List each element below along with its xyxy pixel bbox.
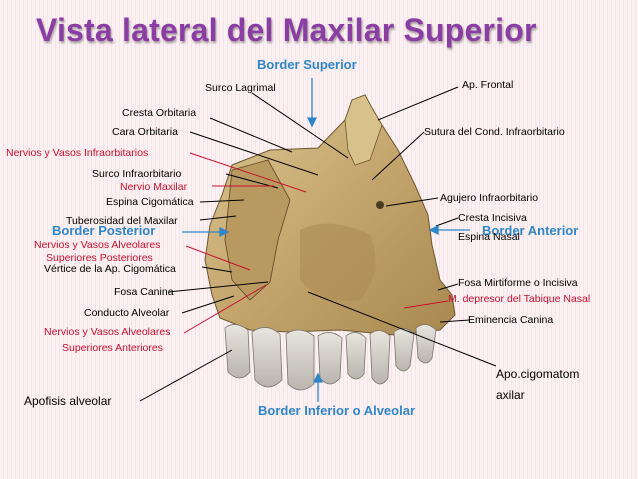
label-apo-cigomatom-1: Apo.cigomatom [496,367,580,381]
teeth [224,324,437,391]
label-m-depresor: M. depresor del Tabique Nasal [448,293,591,305]
label-border-posterior: Border Posterior [52,223,156,238]
label-cresta-incisiva: Cresta Incisiva [458,212,527,224]
label-nervios-alveolares-post-2: Superiores Posteriores [46,252,153,264]
label-nervios-alveolares-ant-2: Superiores Anteriores [62,342,163,354]
label-ap-frontal: Ap. Frontal [462,79,514,91]
label-apo-cigomatom-2: axilar [496,388,525,402]
label-cara-orbitaria: Cara Orbitaria [112,126,178,138]
label-espina-cigomatica: Espina Cigomática [106,196,194,208]
leader-lines [139,86,497,402]
label-nervios-infraorbitarios: Nervios y Vasos Infraorbitarios [6,147,149,159]
label-eminencia-canina: Eminencia Canina [468,314,554,326]
label-nervio-maxilar: Nervio Maxilar [120,181,188,193]
canine-fossa [300,223,376,301]
red-leader-lines [183,152,449,334]
label-fosa-canina: Fosa Canina [114,286,174,298]
label-conducto-alveolar: Conducto Alveolar [84,307,170,319]
zygomatic-process [224,159,291,301]
label-sutura: Sutura del Cond. Infraorbitario [424,126,565,138]
label-tuberosidad: Tuberosidad del Maxilar [66,215,178,227]
infraorbital-foramen [376,201,384,209]
blue-arrows [182,78,470,402]
label-border-inferior: Border Inferior o Alveolar [258,403,415,418]
label-nervios-alveolares-post-1: Nervios y Vasos Alveolares [34,239,161,251]
frontal-process [344,94,383,166]
label-agujero-infraorbitario: Agujero Infraorbitario [440,192,539,204]
label-surco-infraorbitario: Surco Infraorbitario [92,168,182,180]
label-cresta-orbitaria: Cresta Orbitaria [122,107,197,119]
label-vertice: Vértice de la Ap. Cigomática [44,263,176,275]
label-border-superior: Border Superior [257,57,357,72]
page-title: Vista lateral del Maxilar Superior [36,12,537,48]
label-border-anterior: Border Anterior [482,223,579,238]
label-espina-nasal: Espina Nasal [458,231,520,243]
label-surco-lagrimal: Surco Lagrimal [205,82,276,94]
label-apofisis-alveolar: Apofisis alveolar [24,394,112,408]
label-fosa-mirtiforme: Fosa Mirtiforme o Incisiva [458,277,578,289]
label-nervios-alveolares-ant-1: Nervios y Vasos Alveolares [44,326,171,338]
